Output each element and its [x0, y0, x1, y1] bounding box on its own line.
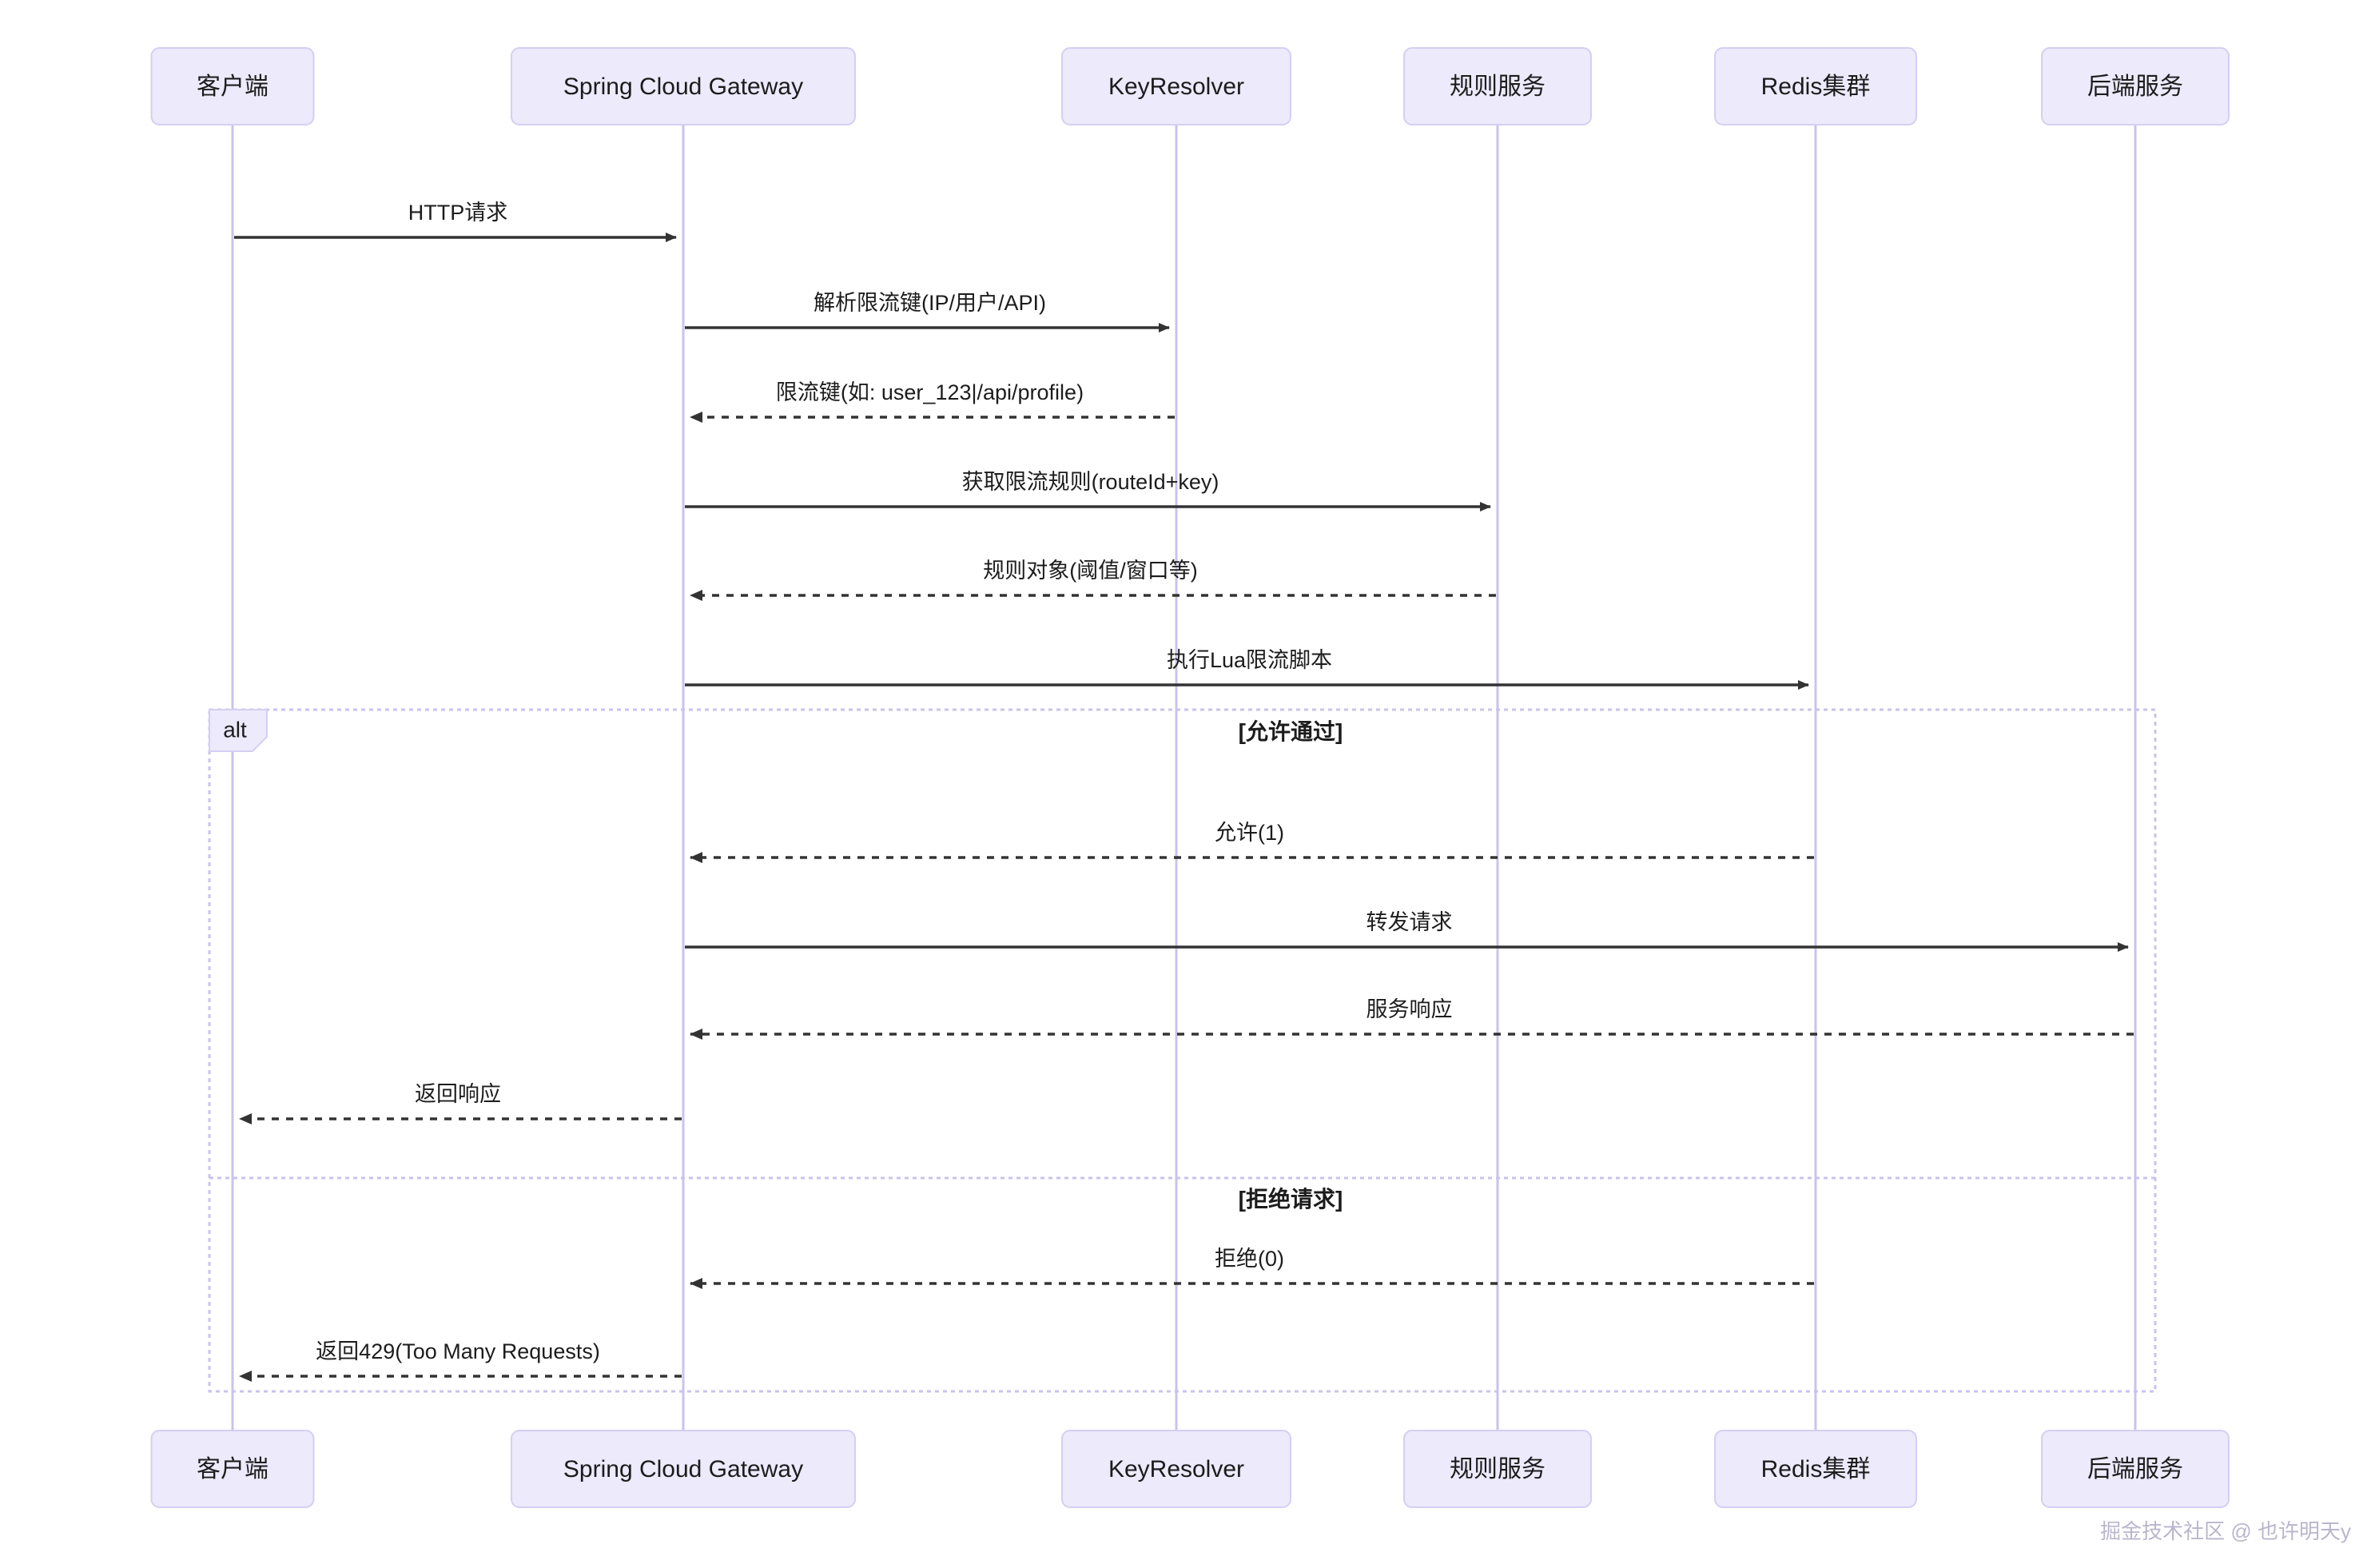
message-m6: 执行Lua限流脚本 [685, 648, 1809, 690]
alt-condition-label-0: [允许通过] [1239, 718, 1343, 744]
participant-label-rules-bottom: 规则服务 [1450, 1456, 1546, 1482]
alt-block-frame [208, 708, 2157, 1393]
message-m11: 拒绝(0) [690, 1247, 1814, 1289]
participant-box-rules-bottom[interactable] [1403, 1430, 1592, 1508]
message-m9: 服务响应 [690, 997, 2134, 1040]
alt-tab-shape [209, 709, 268, 752]
participant-gateway-top[interactable]: Spring Cloud Gateway [511, 47, 856, 125]
participant-gateway-bottom[interactable]: Spring Cloud Gateway [511, 1430, 856, 1508]
participant-box-gateway-bottom[interactable] [511, 1430, 856, 1508]
participant-label-redis-bottom: Redis集群 [1761, 1456, 1871, 1482]
participant-box-keyres-top[interactable] [1061, 47, 1291, 125]
participant-redis-top[interactable]: Redis集群 [1714, 47, 1917, 125]
message-m1: HTTP请求 [234, 201, 677, 242]
participant-box-redis-top[interactable] [1714, 47, 1917, 125]
participant-rules-top[interactable]: 规则服务 [1403, 47, 1592, 125]
participant-label-gateway-top: Spring Cloud Gateway [563, 74, 803, 100]
message-m7: 允许(1) [690, 821, 1814, 863]
participant-keyres-top[interactable]: KeyResolver [1061, 47, 1291, 125]
message-label-m6: 执行Lua限流脚本 [1167, 648, 1332, 672]
participant-client-top[interactable]: 客户端 [150, 47, 315, 125]
message-label-m12: 返回429(Too Many Requests) [316, 1339, 600, 1363]
message-m4: 获取限流规则(routeId+key) [685, 470, 1491, 511]
message-label-m1: HTTP请求 [408, 201, 508, 225]
message-label-m10: 返回响应 [415, 1082, 501, 1106]
message-m5: 规则对象(阈值/窗口等) [690, 559, 1496, 601]
message-m10: 返回响应 [239, 1082, 682, 1124]
participant-box-rules-top[interactable] [1403, 47, 1592, 125]
participant-label-client-bottom: 客户端 [197, 1456, 269, 1482]
participant-label-client-top: 客户端 [197, 74, 269, 100]
participant-box-redis-bottom[interactable] [1714, 1430, 1917, 1508]
message-m12: 返回429(Too Many Requests) [239, 1339, 682, 1382]
message-label-m3: 限流键(如: user_123|/api/profile) [776, 380, 1084, 404]
participant-box-backend-bottom[interactable] [2041, 1430, 2230, 1508]
participant-label-backend-bottom: 后端服务 [2087, 1456, 2183, 1482]
lifelines-layer [231, 125, 2137, 1431]
message-label-m9: 服务响应 [1366, 997, 1453, 1021]
participant-label-redis-top: Redis集群 [1761, 74, 1871, 100]
message-label-m7: 允许(1) [1215, 821, 1284, 845]
participant-client-bottom[interactable]: 客户端 [150, 1430, 315, 1508]
message-label-m4: 获取限流规则(routeId+key) [962, 470, 1219, 494]
participant-box-client-top[interactable] [150, 47, 315, 125]
message-label-m11: 拒绝(0) [1215, 1247, 1284, 1271]
participant-keyres-bottom[interactable]: KeyResolver [1061, 1430, 1291, 1508]
alt-tab-label: alt [223, 717, 247, 742]
participant-box-gateway-top[interactable] [511, 47, 856, 125]
participant-label-backend-top: 后端服务 [2087, 74, 2183, 100]
participant-box-keyres-bottom[interactable] [1061, 1430, 1291, 1508]
participant-backend-top[interactable]: 后端服务 [2041, 47, 2230, 125]
participant-label-keyres-top: KeyResolver [1108, 74, 1244, 100]
watermark-label: 掘金技术社区 @ 也许明天y [2100, 1519, 2351, 1543]
message-label-m2: 解析限流键(IP/用户/API) [814, 291, 1046, 315]
participants-bottom-layer: 客户端 Spring Cloud Gateway KeyResolver 规则服务 Re… [150, 1430, 2230, 1508]
alt-block-layer: alt [允许通过] [拒绝请求] [208, 708, 2157, 1393]
watermark-layer: 掘金技术社区 @ 也许明天y [2100, 1519, 2351, 1543]
message-label-m5: 规则对象(阈值/窗口等) [983, 559, 1197, 583]
participant-redis-bottom[interactable]: Redis集群 [1714, 1430, 1917, 1508]
participant-box-client-bottom[interactable] [150, 1430, 315, 1508]
participant-box-backend-top[interactable] [2041, 47, 2230, 125]
message-label-m8: 转发请求 [1366, 910, 1453, 934]
participant-label-rules-top: 规则服务 [1450, 74, 1546, 100]
participant-backend-bottom[interactable]: 后端服务 [2041, 1430, 2230, 1508]
participant-label-gateway-bottom: Spring Cloud Gateway [563, 1456, 803, 1482]
alt-condition-label-1: [拒绝请求] [1239, 1186, 1343, 1212]
participants-top-layer: 客户端 Spring Cloud Gateway KeyResolver 规则服务 Re… [150, 47, 2230, 125]
message-m8: 转发请求 [685, 910, 2129, 952]
participant-label-keyres-bottom: KeyResolver [1108, 1456, 1244, 1482]
participant-rules-bottom[interactable]: 规则服务 [1403, 1430, 1592, 1508]
message-m2: 解析限流键(IP/用户/API) [685, 291, 1170, 332]
message-m3: 限流键(如: user_123|/api/profile) [690, 380, 1175, 423]
